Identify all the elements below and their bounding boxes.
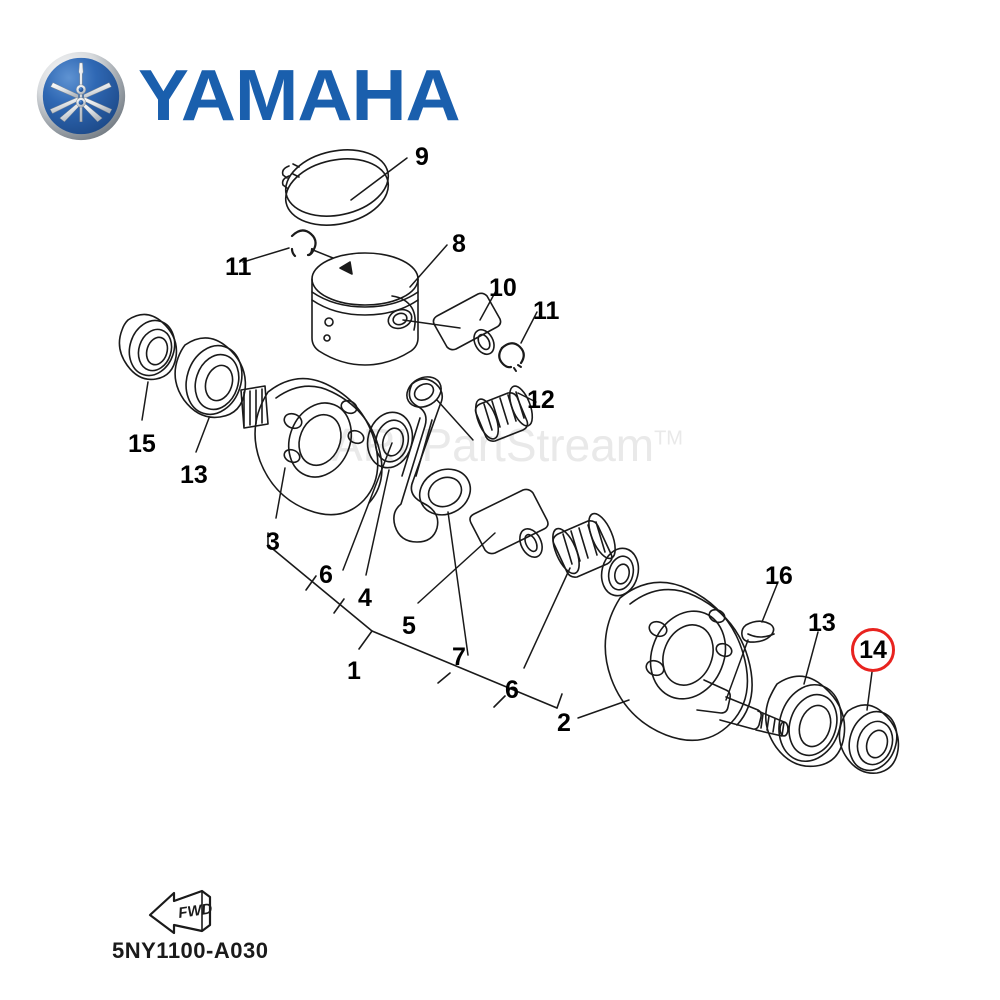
leader-10 (479, 288, 498, 321)
part-piston (311, 252, 419, 366)
leader-3 (275, 467, 286, 519)
leader-4 (365, 469, 390, 576)
part-oil-seal-right (838, 704, 900, 775)
callout-16[interactable]: 16 (765, 562, 793, 590)
callout-7[interactable]: 7 (452, 643, 466, 671)
part-thrust-washer-right (600, 547, 640, 597)
leader-13-right (803, 631, 819, 685)
part-piston-pin (432, 292, 502, 356)
part-big-end-needle-bearing (552, 512, 616, 578)
leader-8 (409, 244, 448, 288)
assembly-bracket-2 (371, 630, 563, 709)
callout-6-lower[interactable]: 6 (505, 676, 519, 704)
callout-5[interactable]: 5 (402, 612, 416, 640)
forward-arrow-icon: FWD (148, 889, 214, 935)
leader-13-left (195, 417, 210, 453)
assembly-bracket-1 (267, 532, 373, 650)
part-crank-web-left (240, 377, 383, 516)
leader-11-right (520, 311, 538, 344)
callout-12[interactable]: 12 (527, 386, 555, 414)
part-connecting-rod (393, 376, 472, 543)
leader-12 (517, 392, 537, 403)
part-bearing-right (764, 675, 846, 768)
callout-4[interactable]: 4 (358, 584, 372, 612)
callout-11-right[interactable]: 11 (533, 297, 560, 325)
part-crank-web-right (604, 581, 789, 742)
leader-5 (417, 532, 496, 604)
callout-14-highlighted[interactable]: 14 (851, 628, 895, 672)
leader-14 (866, 671, 873, 711)
part-woodruff-key (741, 620, 775, 643)
fwd-label: FWD (177, 900, 213, 922)
part-circlip-right (498, 342, 525, 372)
leader-6-upper (342, 442, 393, 571)
part-bearing-left (174, 337, 247, 419)
yamaha-wordmark: YAMAHA (138, 56, 461, 136)
leader-16 (761, 581, 779, 623)
yamaha-tuning-fork-emblem-icon (36, 51, 126, 141)
leader-15 (141, 381, 149, 421)
part-crank-pin (469, 488, 549, 558)
callout-13-left[interactable]: 13 (180, 461, 208, 489)
part-piston-ring-set (281, 149, 390, 226)
leader-6-lower (523, 567, 571, 669)
leader-7 (447, 511, 469, 656)
callout-13-right[interactable]: 13 (808, 609, 836, 637)
leader-11-left (242, 247, 290, 263)
callout-9[interactable]: 9 (415, 143, 429, 171)
callout-10[interactable]: 10 (489, 274, 517, 302)
part-small-end-needle-bearing (474, 385, 534, 442)
part-thrust-washer (366, 411, 414, 469)
callout-8[interactable]: 8 (452, 230, 466, 258)
diagram-code: 5NY1100-A030 (112, 938, 269, 963)
callout-3[interactable]: 3 (266, 528, 280, 556)
callout-6-upper[interactable]: 6 (319, 561, 333, 589)
part-circlip-left (290, 229, 317, 258)
yamaha-brand-header: YAMAHA (30, 42, 461, 142)
callout-15[interactable]: 15 (128, 430, 156, 458)
part-oil-seal-left (118, 313, 178, 381)
callout-2[interactable]: 2 (557, 709, 571, 737)
leader-9 (350, 157, 408, 201)
callout-1[interactable]: 1 (347, 657, 361, 685)
leader-2 (577, 699, 630, 719)
callout-11-left[interactable]: 11 (225, 253, 252, 281)
